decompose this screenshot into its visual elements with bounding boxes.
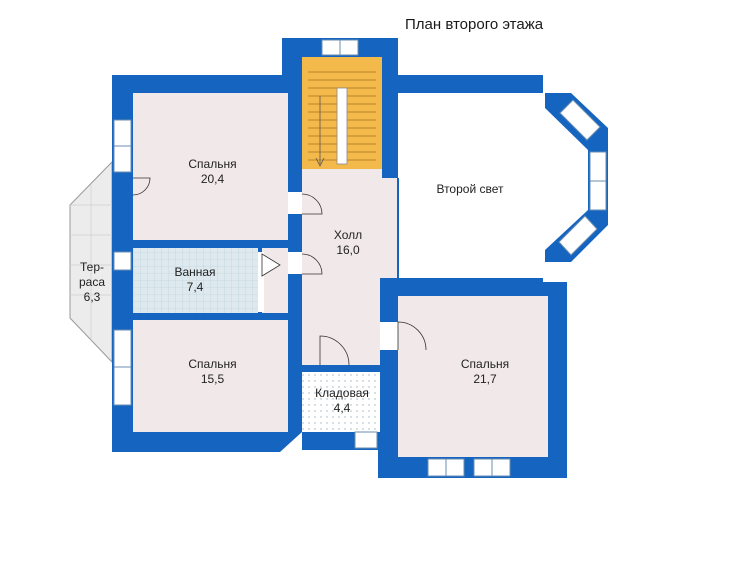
room-area: 6,3 bbox=[83, 290, 101, 304]
bathroom-label: Ванная 7,4 bbox=[160, 265, 230, 295]
room-name: Тер- bbox=[80, 260, 104, 274]
storage-label: Кладовая 4,4 bbox=[305, 386, 379, 416]
room-area: 20,4 bbox=[200, 172, 225, 186]
room-name: Второй свет bbox=[436, 182, 504, 196]
page-title: План второго этажа bbox=[405, 16, 544, 33]
bedroom-left-room bbox=[133, 320, 288, 432]
bathroom-room bbox=[133, 248, 258, 313]
room-name: Спальня bbox=[188, 157, 237, 171]
storage-room bbox=[302, 372, 380, 432]
hall-room bbox=[302, 169, 398, 365]
room-area: 21,7 bbox=[473, 372, 497, 386]
terrace-label: Тер- раса 6,3 bbox=[72, 260, 112, 305]
room-area: 15,5 bbox=[200, 372, 225, 386]
room-name: раса bbox=[78, 275, 106, 289]
bedroom-right-room bbox=[398, 296, 548, 457]
bedroom-right-label: Спальня 21,7 bbox=[445, 357, 525, 387]
second-light-void bbox=[398, 93, 588, 278]
bedroom-left-label: Спальня 15,5 bbox=[175, 357, 250, 387]
room-name: Холл bbox=[333, 228, 363, 242]
room-area: 4,4 bbox=[333, 401, 351, 415]
room-name: Кладовая bbox=[315, 386, 369, 400]
room-area: 16,0 bbox=[336, 243, 360, 257]
room-area: 7,4 bbox=[186, 280, 204, 294]
doors bbox=[132, 177, 427, 366]
second-light-label: Второй свет bbox=[420, 182, 520, 197]
stairs bbox=[308, 71, 376, 167]
bedroom-top-room bbox=[133, 93, 288, 240]
hall-label: Холл 16,0 bbox=[318, 228, 378, 258]
room-name: Спальня bbox=[460, 357, 510, 371]
room-name: Спальня bbox=[188, 357, 237, 371]
bedroom-top-label: Спальня 20,4 bbox=[175, 157, 250, 187]
windows bbox=[113, 39, 607, 477]
room-name: Ванная bbox=[174, 265, 216, 279]
